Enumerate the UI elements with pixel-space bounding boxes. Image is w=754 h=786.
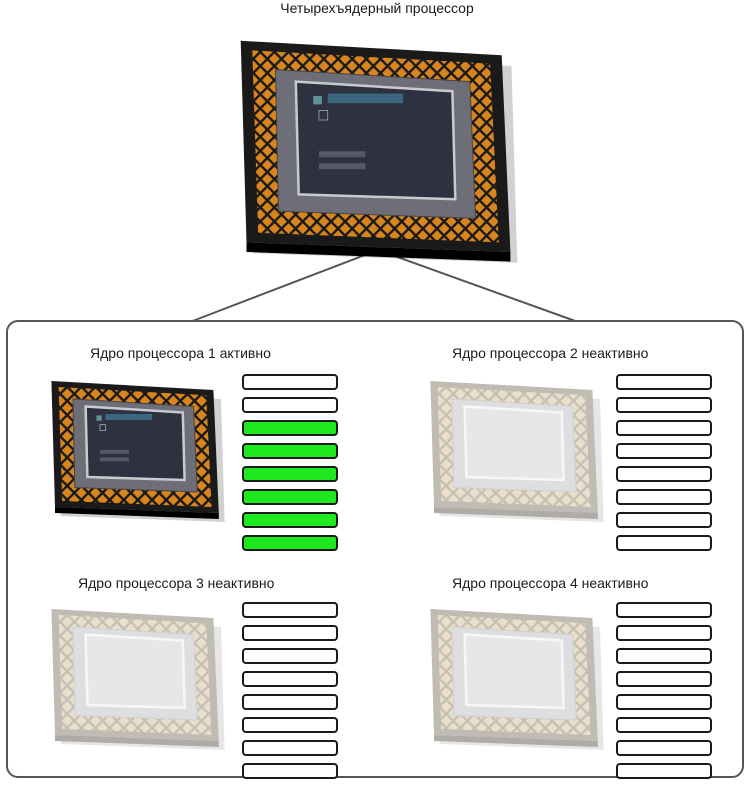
load-segment-active [242,512,338,528]
load-segment-inactive [242,694,338,710]
load-segment-active [242,535,338,551]
load-segment-inactive [242,671,338,687]
core-1-chip [51,381,225,522]
load-segment-inactive [242,374,338,390]
core-3-label: Ядро процессора 3 неактивно [78,575,275,591]
core-2-chip [430,381,604,522]
load-segment-active [242,489,338,505]
core-4-load-meter [616,602,712,786]
load-segment-inactive [242,740,338,756]
load-segment-inactive [242,397,338,413]
load-segment-active [242,466,338,482]
core-2-label: Ядро процессора 2 неактивно [452,345,649,361]
core-4-label: Ядро процессора 4 неактивно [452,575,649,591]
core-3-load-meter [242,602,338,786]
load-segment-inactive [616,535,712,551]
load-segment-inactive [616,420,712,436]
load-segment-inactive [616,466,712,482]
load-segment-inactive [242,602,338,618]
load-segment-inactive [616,717,712,733]
load-segment-inactive [616,671,712,687]
quad-core-processor-chip [240,40,518,263]
load-segment-inactive [616,648,712,664]
load-segment-inactive [616,694,712,710]
load-segment-inactive [616,602,712,618]
load-segment-inactive [616,512,712,528]
load-segment-inactive [616,740,712,756]
core-1-label: Ядро процессора 1 активно [90,345,271,361]
core-3-chip [51,609,225,750]
core-1-load-meter [242,374,338,558]
load-segment-inactive [616,397,712,413]
load-segment-active [242,420,338,436]
load-segment-inactive [242,717,338,733]
core-4-chip [430,609,604,750]
load-segment-inactive [616,374,712,390]
load-segment-inactive [242,648,338,664]
load-segment-inactive [242,763,338,779]
load-segment-inactive [616,443,712,459]
load-segment-inactive [616,763,712,779]
load-segment-inactive [242,625,338,641]
diagram-title: Четырехъядерный процессор [280,0,474,16]
core-2-load-meter [616,374,712,558]
load-segment-inactive [616,625,712,641]
load-segment-inactive [616,489,712,505]
load-segment-active [242,443,338,459]
